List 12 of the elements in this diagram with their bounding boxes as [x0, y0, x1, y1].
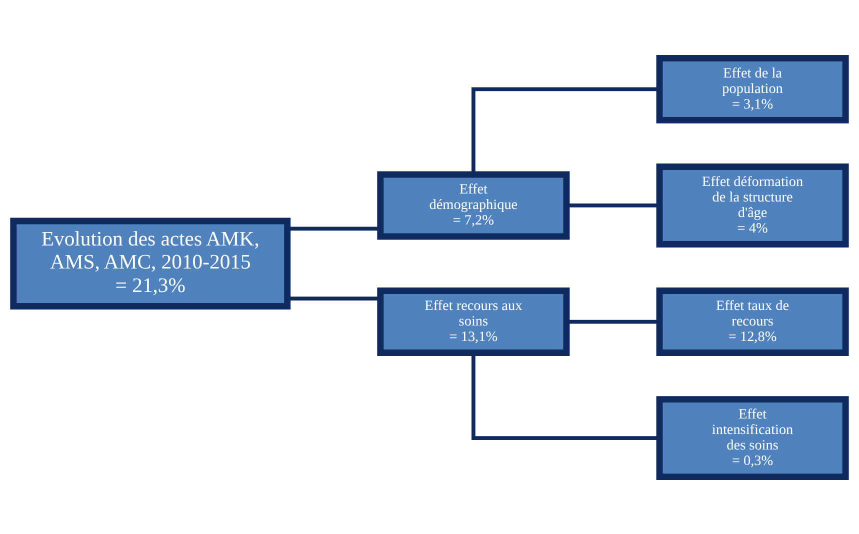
node-box: Effet recours aux soins = 13,1% — [377, 287, 570, 356]
connector — [566, 319, 660, 324]
node-box: Effet de la population = 3,1% — [656, 54, 849, 123]
node-box: Evolution des actes AMK, AMS, AMC, 2010-2015 = 21,3% — [10, 217, 291, 309]
node-box: Effet taux de recours = 12,8% — [656, 287, 849, 356]
connector — [287, 226, 380, 230]
node-box: Effet intensification des soins = 0,3% — [656, 396, 849, 480]
node-box: Effet démographique = 7,2% — [377, 170, 570, 240]
node-box: Effet déformation de la structure d'âge = 4% — [656, 162, 849, 247]
connector — [287, 296, 380, 300]
connector — [472, 86, 660, 174]
connector — [566, 203, 660, 207]
